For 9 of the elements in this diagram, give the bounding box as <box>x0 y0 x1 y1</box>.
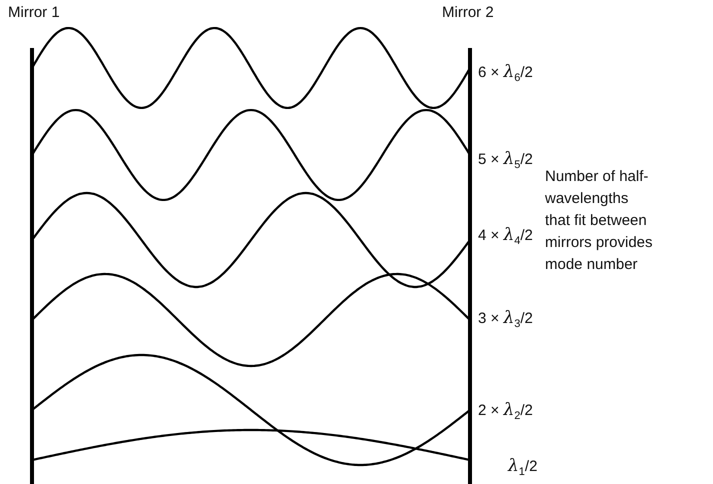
mirror-label: Mirror 2 <box>442 3 494 23</box>
mode-label: 6 × λ$_{6}$/2 <box>478 61 533 86</box>
mode-label: 4 × λ$_{4}$/2 <box>478 224 533 249</box>
mirror-label: Mirror 1 <box>8 3 60 23</box>
mode-label: 5 × λ$_{5}$/2 <box>478 148 533 173</box>
mode-label: 3 × λ$_{3}$/2 <box>478 307 533 332</box>
mode-label: λ$_{1}$/2 <box>508 455 538 480</box>
mode-label: 2 × λ$_{2}$/2 <box>478 399 533 424</box>
note: Number of half-wavelengths that fit between mirrors provides mode number <box>545 167 654 275</box>
